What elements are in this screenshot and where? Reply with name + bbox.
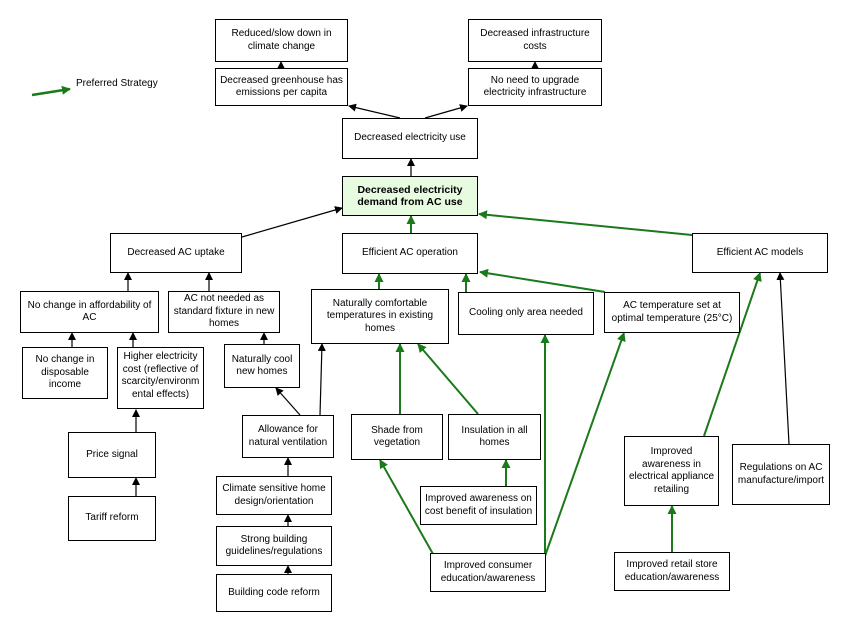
edge-consumer-shade <box>379 459 434 555</box>
node-no-change-affordability: No change in affordability of AC <box>20 291 159 333</box>
node-tariff-reform: Tariff reform <box>68 496 156 541</box>
node-higher-cost: Higher electricity cost (reflective of s… <box>117 347 204 409</box>
edge-elec-ghg <box>348 103 401 119</box>
edge-regulations-models <box>776 272 790 445</box>
legend-label: Preferred Strategy <box>76 78 158 89</box>
node-strong-guidelines: Strong building guidelines/regulations <box>216 526 332 566</box>
node-efficient-models: Efficient AC models <box>692 233 828 273</box>
edge-actemp-op <box>479 268 606 293</box>
node-decreased-electricity-use: Decreased electricity use <box>342 118 478 159</box>
edge-consumer-actemp <box>544 332 626 557</box>
node-efficient-operation: Efficient AC operation <box>342 233 478 274</box>
node-building-code: Building code reform <box>216 574 332 612</box>
node-improved-awareness-appliance: Improved awareness in electrical applian… <box>624 436 719 506</box>
node-decreased-demand: Decreased electricity demand from AC use <box>342 176 478 216</box>
node-no-change-income: No change in disposable income <box>22 347 108 399</box>
node-cooling-only: Cooling only area needed <box>458 292 594 335</box>
edge-appliance-models <box>703 272 762 437</box>
edge-elec-noupgrade <box>424 104 468 119</box>
node-naturally-cool: Naturally cool new homes <box>224 344 300 388</box>
node-price-signal: Price signal <box>68 432 156 478</box>
edge-uptake-demand <box>241 206 343 238</box>
edge-vent-cool <box>275 387 301 416</box>
node-ac-not-needed: AC not needed as standard fixture in new… <box>168 291 280 333</box>
node-no-upgrade: No need to upgrade electricity infrastru… <box>468 68 602 106</box>
node-naturally-comfortable: Naturally comfortable temperatures in ex… <box>311 289 449 344</box>
node-decreased-ghg: Decreased greenhouse has emissions per c… <box>215 68 348 106</box>
node-climate-design: Climate sensitive home design/orientatio… <box>216 476 332 515</box>
node-shade: Shade from vegetation <box>351 414 443 460</box>
node-decreased-infrastructure: Decreased infrastructure costs <box>468 19 602 62</box>
node-consumer-education: Improved consumer education/awareness <box>430 553 546 592</box>
node-ac-temperature: AC temperature set at optimal temperatur… <box>604 292 740 333</box>
node-retail-education: Improved retail store education/awarenes… <box>614 552 730 591</box>
edge-vent-comfortable <box>317 343 326 416</box>
node-decreased-uptake: Decreased AC uptake <box>110 233 242 273</box>
node-allowance-ventilation: Allowance for natural ventilation <box>242 415 334 458</box>
legend-arrow <box>31 85 71 97</box>
node-reduced-climate: Reduced/slow down in climate change <box>215 19 348 62</box>
node-improved-awareness-insulation: Improved awareness on cost benefit of in… <box>420 486 537 525</box>
edge-models-demand <box>478 210 693 236</box>
node-insulation: Insulation in all homes <box>448 414 541 460</box>
edge-insulation-comfortable <box>417 343 479 415</box>
node-regulations-ac: Regulations on AC manufacture/import <box>732 444 830 505</box>
